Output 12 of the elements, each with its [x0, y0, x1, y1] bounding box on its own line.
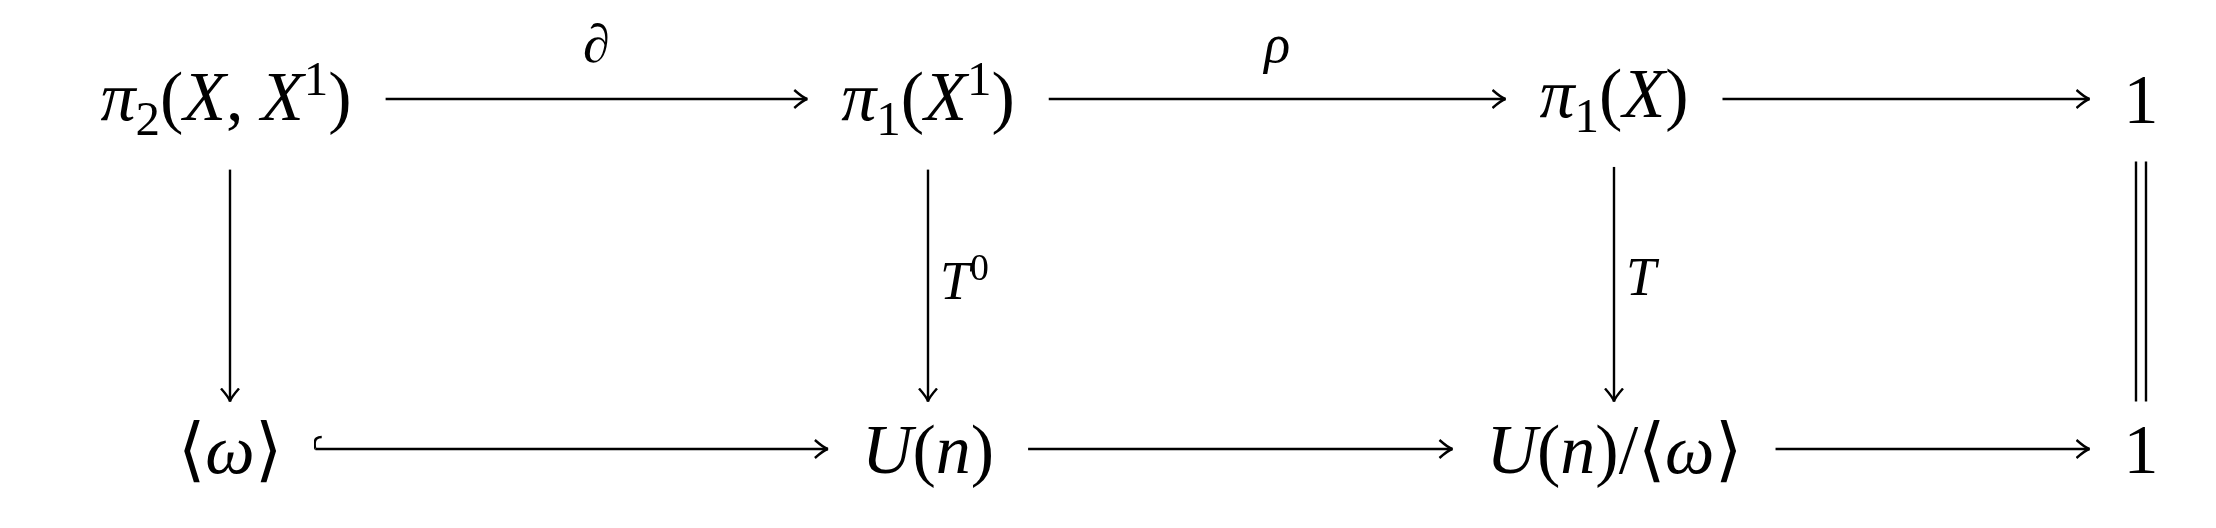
math-expression: U(n)/⟨ω⟩ — [1482, 410, 1746, 488]
math-expression: π$_{1}$(X$^{1}$) — [837, 52, 1019, 146]
math-expression: ⟨ω⟩ — [174, 410, 286, 488]
math-expression: π$_{2}$(X, X$^{1}$) — [96, 52, 356, 146]
math-expression: π$_{1}$(X) — [1535, 55, 1693, 143]
equality-line — [2134, 160, 2148, 403]
math-expression: 1 — [2119, 410, 2163, 488]
math-expression: U(n) — [857, 410, 999, 488]
math-expression: 1 — [2119, 60, 2163, 138]
edge-label: ∂ — [582, 17, 610, 71]
edge-label: T — [1626, 249, 1657, 304]
edge-label: T$^{0}$ — [940, 248, 989, 308]
